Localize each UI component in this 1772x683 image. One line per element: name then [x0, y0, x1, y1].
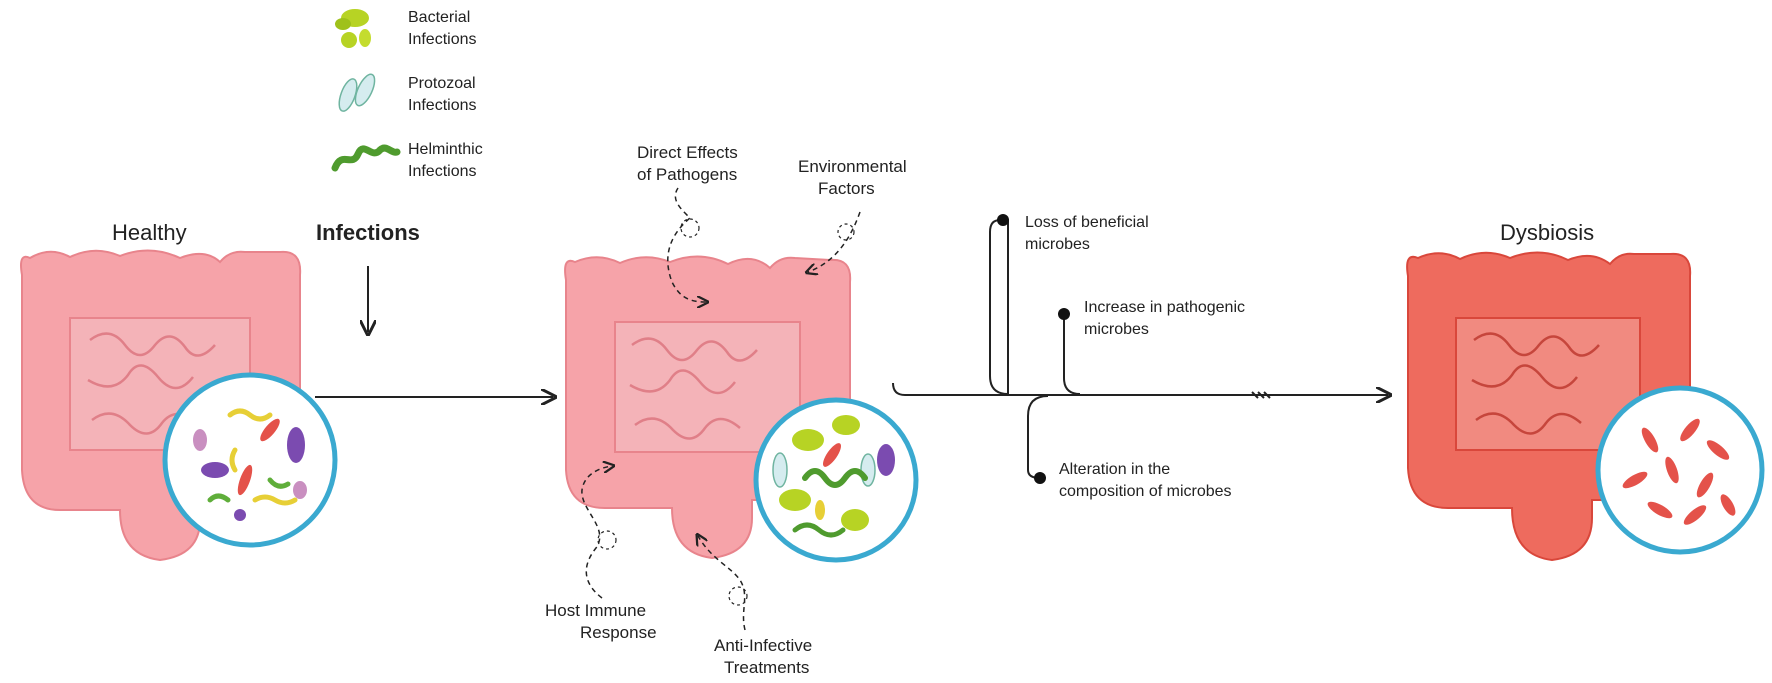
worm-icon	[331, 144, 401, 172]
protozoa-icon	[338, 73, 376, 112]
legend-bacterial-line1: Bacterial	[408, 9, 470, 26]
anti-infective-line1: Anti-Infective	[714, 636, 812, 655]
infections-title: Infections	[316, 220, 420, 245]
host-immune-line1: Host Immune	[545, 601, 646, 620]
loss-line2: microbes	[1025, 236, 1090, 253]
legend-helminthic-line2: Infections	[408, 163, 476, 180]
alteration-line2: composition of microbes	[1059, 483, 1232, 500]
legend-bacterial-line2: Infections	[408, 31, 476, 48]
direct-effects-line2: of Pathogens	[637, 165, 737, 184]
host-immune-annotation	[581, 466, 617, 599]
legend: Bacterial Infections Protozoal Infection…	[331, 9, 483, 180]
direct-effects-annotation	[667, 187, 706, 302]
bacteria-icon	[335, 9, 371, 48]
anti-infective-line2: Treatments	[724, 658, 809, 677]
host-immune-line2: Response	[580, 623, 657, 642]
alteration-line1: Alteration in the	[1059, 461, 1170, 478]
environmental-line2: Factors	[818, 179, 875, 198]
direct-effects-line1: Direct Effects	[637, 143, 738, 162]
dysbiosis-title: Dysbiosis	[1500, 220, 1594, 245]
anti-infective-annotation	[698, 536, 748, 631]
environmental-line1: Environmental	[798, 157, 907, 176]
legend-protozoal-line1: Protozoal	[408, 75, 476, 92]
legend-helminthic-line1: Helminthic	[408, 141, 483, 158]
increase-line1: Increase in pathogenic	[1084, 299, 1245, 316]
healthy-microbiome-circle	[162, 372, 338, 548]
infected-microbiome-circle	[753, 397, 919, 563]
increase-line2: microbes	[1084, 321, 1149, 338]
healthy-title: Healthy	[112, 220, 187, 245]
legend-protozoal-line2: Infections	[408, 97, 476, 114]
outcome-branches	[892, 214, 1388, 484]
dysbiosis-microbiome-circle	[1595, 385, 1765, 555]
loss-line1: Loss of beneficial	[1025, 214, 1149, 231]
environmental-annotation	[808, 211, 861, 272]
